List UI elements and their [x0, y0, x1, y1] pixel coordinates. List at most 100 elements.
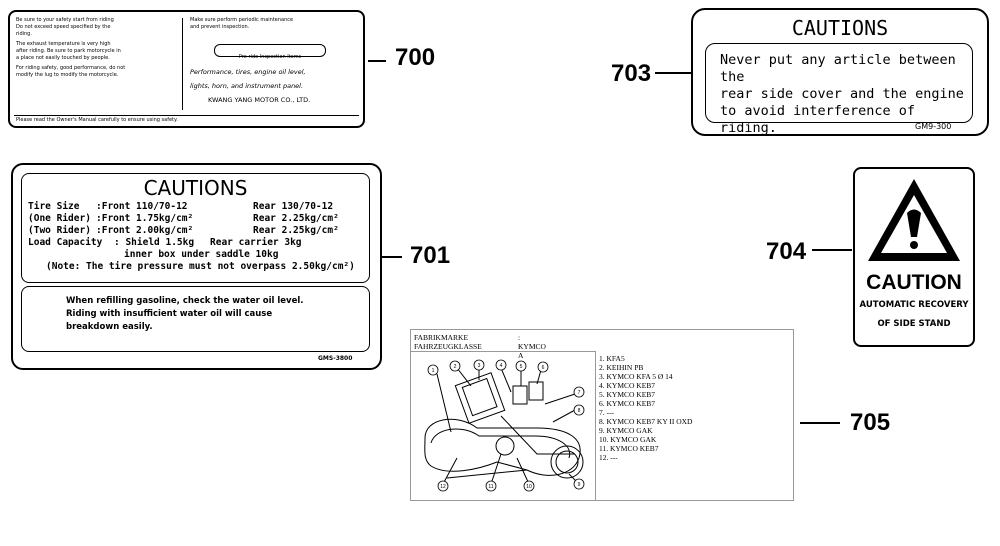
part-item: 6. KYMCO KEB7 — [599, 399, 656, 408]
diagram-callout: 2 — [449, 360, 461, 372]
tire-pressure-note: (Note: The tire pressure must not overpa… — [46, 261, 355, 272]
label-701-title: CAUTIONS — [143, 176, 248, 200]
label-700-line: For riding safety, good performance, do … — [16, 65, 126, 71]
svg-text:9: 9 — [578, 482, 581, 488]
field-make-key: FABRIKMARKE — [414, 333, 469, 342]
callout-703: 703 — [611, 60, 652, 87]
label-700-line: modify the lug to modify the motorcycle. — [16, 72, 119, 78]
field-class-value: : A — [518, 342, 524, 360]
label-700: Be sure to your safety start from riding… — [8, 10, 365, 128]
two-rider-label: (Two Rider) — [28, 225, 91, 236]
label-700-button-text: Pre-ride Inspection Items — [238, 54, 302, 60]
label-701-inner-bottom: When refilling gasoline, check the water… — [21, 286, 370, 352]
callout-700: 700 — [395, 44, 436, 71]
leader-701 — [382, 256, 402, 258]
part-item: 2. KEIHIN PB — [599, 363, 644, 372]
diagram-callout: 11 — [485, 480, 497, 492]
diagram-callout: 5 — [515, 360, 527, 372]
label-700-left-text: Be sure to your safety start from riding… — [16, 17, 180, 79]
load-capacity-rear: Rear carrier 3kg — [210, 237, 302, 248]
diagram-callout: 9 — [573, 478, 585, 490]
svg-text:12: 12 — [440, 484, 446, 490]
part-item: 5. KYMCO KEB7 — [599, 390, 656, 399]
svg-text:4: 4 — [500, 363, 503, 369]
svg-text:3: 3 — [478, 363, 481, 369]
label-700-right-body: Performance, tires, engine oil level, li… — [190, 65, 360, 107]
diagram-callout: 1 — [427, 364, 439, 376]
load-capacity-shield: : Shield 1.5kg — [114, 237, 195, 248]
part-item: 8. KYMCO KEB7 KY II OXD — [599, 417, 693, 426]
two-rider-front: :Front 2.00kg/cm² — [96, 225, 194, 236]
label-701: CAUTIONS Tire Size :Front 110/70-12 Rear… — [11, 163, 382, 370]
tire-size-front: :Front 110/70-12 — [96, 201, 188, 212]
part-item: 7. --- — [599, 408, 614, 417]
label-700-line: The exhaust temperature is very high — [16, 41, 111, 47]
svg-text:10: 10 — [526, 484, 532, 490]
diagram-callout: 3 — [473, 359, 485, 371]
label-700-inspection-button: Pre-ride Inspection Items — [214, 44, 326, 60]
one-rider-rear: Rear 2.25kg/cm² — [253, 213, 339, 224]
label-704-line2: OF SIDE STAND — [877, 319, 951, 329]
label-701-code: GMS-3800 — [318, 355, 353, 362]
label-700-divider — [182, 18, 183, 110]
part-item: 12. --- — [599, 453, 618, 462]
tire-size-rear: Rear 130/70-12 — [253, 201, 334, 212]
label-705: FABRIKMARKE : KYMCO FAHRZEUGKLASSE : A 1… — [410, 329, 794, 501]
label-700-line: Be sure to your safety start from riding — [16, 17, 114, 23]
load-capacity-box: inner box under saddle 10kg — [124, 249, 279, 260]
label-703-inner: Never put any article between the rear s… — [705, 43, 973, 136]
label-700-line: Performance, tires, engine oil level, — [190, 68, 306, 76]
label-705-divider — [595, 351, 596, 500]
label-704: CAUTION AUTOMATIC RECOVERY OF SIDE STAND — [853, 167, 975, 347]
label-700-line: and prevent inspection. — [190, 24, 250, 30]
part-item: 9. KYMCO GAK — [599, 426, 653, 435]
label-700-line: after riding. Be sure to park motorcycle… — [16, 48, 121, 54]
label-701-box-line: Riding with insufficient water oil will … — [66, 309, 273, 319]
svg-text:8: 8 — [578, 408, 581, 414]
callout-705: 705 — [850, 409, 891, 436]
leader-703 — [655, 72, 691, 74]
label-703-code: GM9-300 — [915, 122, 952, 131]
svg-text:5: 5 — [520, 364, 523, 370]
label-705-parts-list: 1. KFA5 2. KEIHIN PB 3. KYMCO KFA 5 Ø 14… — [599, 354, 692, 462]
warning-triangle-icon — [868, 179, 960, 261]
tire-size-label: Tire Size — [28, 201, 80, 212]
load-capacity-label: Load Capacity — [28, 237, 103, 248]
svg-text:11: 11 — [488, 484, 493, 490]
leader-700 — [368, 60, 386, 62]
label-703-line: Never put any article between the — [720, 52, 956, 85]
leader-705 — [800, 422, 840, 424]
engine-diagram: 1 2 3 4 5 6 7 8 9 10 11 12 — [424, 359, 585, 492]
label-703-line: rear side cover and the engine — [720, 86, 964, 102]
label-700-right-top: Make sure perform periodic maintenance a… — [190, 17, 358, 31]
part-item: 3. KYMCO KFA 5 Ø 14 — [599, 372, 673, 381]
svg-text:1: 1 — [432, 368, 435, 374]
part-item: 10. KYMCO GAK — [599, 435, 657, 444]
label-700-line: a place not easily touched by people. — [16, 55, 110, 61]
label-700-footer: Please read the Owner's Manual carefully… — [16, 117, 178, 123]
diagram-callout: 8 — [573, 404, 585, 416]
diagram-callout: 6 — [537, 361, 549, 373]
svg-text:6: 6 — [542, 365, 545, 371]
diagram-callout: 10 — [523, 480, 535, 492]
one-rider-front: :Front 1.75kg/cm² — [96, 213, 194, 224]
svg-text:2: 2 — [454, 364, 457, 370]
field-make-value: : KYMCO — [518, 333, 546, 351]
label-700-footer-rule — [14, 115, 359, 116]
diagram-callout: 4 — [495, 359, 507, 371]
label-701-box-line: breakdown easily. — [66, 322, 153, 332]
one-rider-label: (One Rider) — [28, 213, 91, 224]
diagram-callout: 12 — [437, 480, 449, 492]
label-700-line: Do not exceed speed specified by the — [16, 24, 111, 30]
label-703-line: to avoid interference of riding. — [720, 103, 916, 136]
diagram-callout: 7 — [573, 386, 585, 398]
field-class-key: FAHRZEUGKLASSE — [414, 342, 482, 351]
label-701-box-text: When refilling gasoline, check the water… — [66, 295, 304, 334]
leader-704 — [812, 249, 852, 251]
label-704-word: CAUTION — [866, 271, 962, 294]
label-700-line: lights, horn, and instrument panel. — [190, 82, 304, 90]
part-item: 4. KYMCO KEB7 — [599, 381, 656, 390]
label-701-inner-top: CAUTIONS Tire Size :Front 110/70-12 Rear… — [21, 173, 370, 283]
label-703-title: CAUTIONS — [791, 16, 889, 40]
label-704-line1: AUTOMATIC RECOVERY — [859, 300, 969, 310]
